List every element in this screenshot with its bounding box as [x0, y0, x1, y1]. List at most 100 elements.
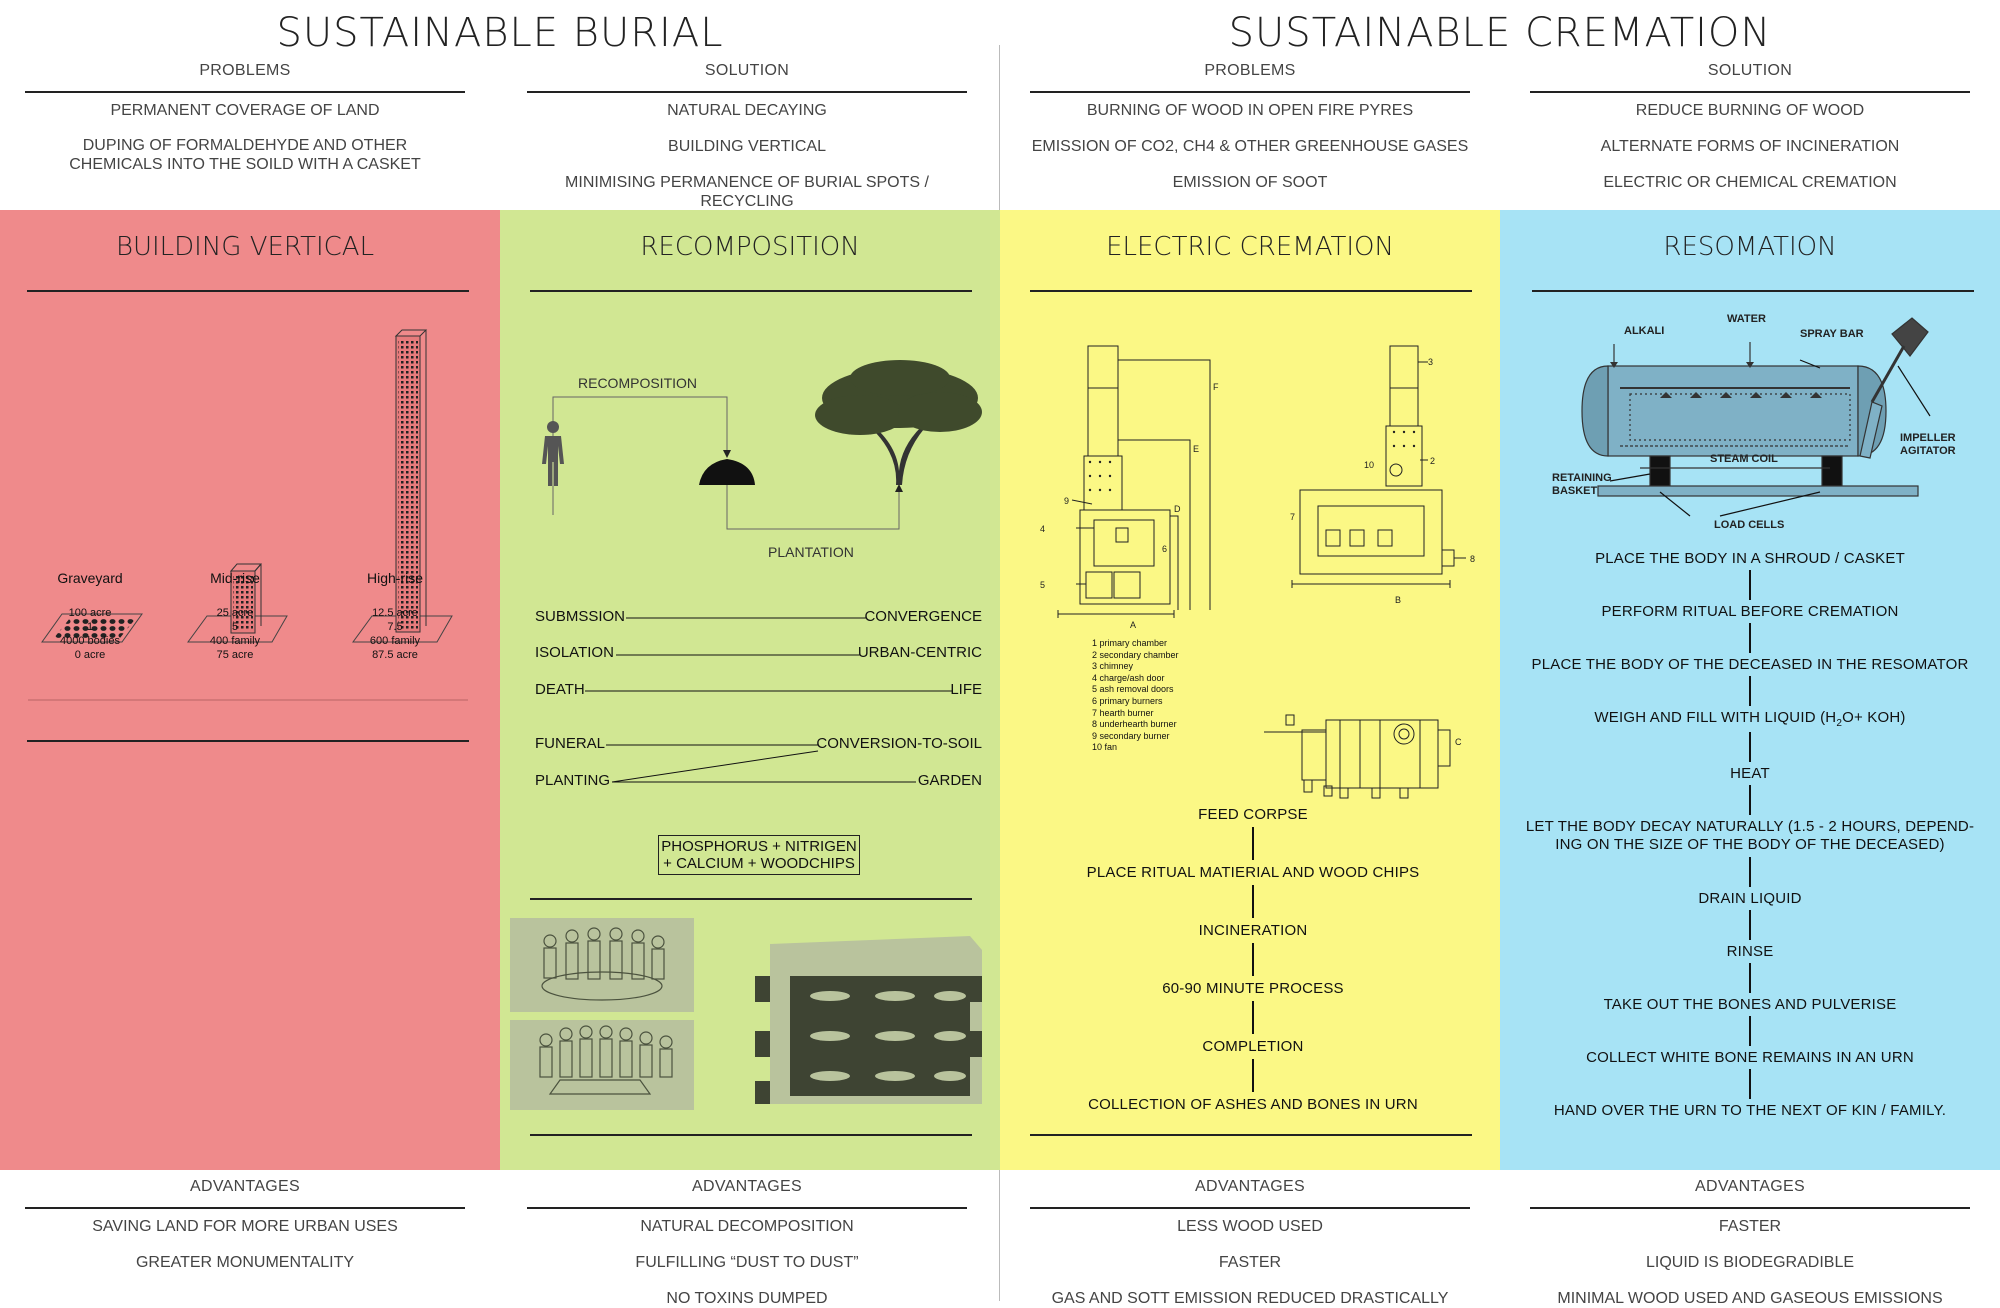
top-item: REDUCE BURNING OF WOOD — [1635, 102, 1865, 119]
step-connector — [1252, 885, 1254, 918]
step-connector — [1749, 785, 1751, 815]
compost-pile-icon — [699, 459, 755, 485]
label-spray-bar: SPRAY BAR — [1800, 328, 1864, 340]
process-step: HEAT — [1730, 765, 1770, 782]
label-steam-coil: STEAM COIL — [1710, 453, 1778, 465]
bottom-col-recomposition: ADVANTAGES NATURAL DECOMPOSITION FULFILL… — [527, 1178, 967, 1307]
top-item: ALTERNATE FORMS OF INCINERATION — [1600, 138, 1900, 155]
bottom-rule — [527, 1207, 967, 1209]
bottom-rule — [1030, 1207, 1470, 1209]
panel-recomposition: RECOMPOSITION RECOMPOSITION PLANTATION — [500, 210, 1000, 1170]
process-step: COLLECTION OF ASHES AND BONES IN URN — [1088, 1096, 1418, 1113]
top-col-cremation-solution: SOLUTION REDUCE BURNING OF WOOD ALTERNAT… — [1530, 62, 1970, 191]
vertical-cemetery-graphic — [755, 936, 982, 1104]
process-step: TAKE OUT THE BONES AND PULVERISE — [1603, 996, 1897, 1013]
svg-text:5: 5 — [1040, 580, 1045, 590]
top-heading: PROBLEMS — [1204, 62, 1296, 79]
step-connector — [1749, 910, 1751, 940]
step-connector — [1749, 1069, 1751, 1099]
process-step: 60-90 MINUTE PROCESS — [1162, 980, 1344, 997]
process-step: PERFORM RITUAL BEFORE CREMATION — [1601, 603, 1899, 620]
legend-item: 10 fan — [1092, 742, 1118, 753]
top-item: BURNING OF WOOD IN OPEN FIRE PYRES — [1086, 102, 1414, 119]
pair-left: PLANTING — [535, 772, 611, 789]
svg-text:4: 4 — [1040, 524, 1045, 534]
panel-rule — [27, 740, 469, 742]
pair-right: CONVERGENCE — [864, 608, 982, 625]
panel-title: BUILDING VERTICAL — [115, 232, 375, 262]
pair-left: FUNERAL — [535, 735, 606, 752]
panel-title: RESOMATION — [1663, 232, 1837, 262]
pair-left: ISOLATION — [535, 644, 614, 661]
stat-col-graveyard: Graveyard 100 acre 1 4000 bodies 0 acre — [40, 570, 140, 662]
recomposition-cycle-diagram — [542, 360, 982, 530]
label-impeller: IMPELLER AGITATOR — [1900, 432, 1956, 457]
drawing-label-d: D — [1174, 504, 1181, 514]
process-step: FEED CORPSE — [1198, 806, 1308, 823]
drawing-label-c: C — [1455, 737, 1462, 747]
person-icon — [542, 421, 564, 486]
svg-text:7: 7 — [1290, 512, 1295, 522]
top-col-cremation-problems: PROBLEMS BURNING OF WOOD IN OPEN FIRE PY… — [1030, 62, 1470, 191]
pair-right: LIFE — [950, 681, 982, 698]
bottom-heading: ADVANTAGES — [1695, 1178, 1805, 1195]
cycle-top-label: RECOMPOSITION — [578, 375, 698, 391]
formula-rest: O+ KOH) — [1842, 709, 1906, 726]
stat-line: 0 acre — [74, 649, 106, 661]
top-heading: PROBLEMS — [199, 62, 291, 79]
stat-line: 25 acre — [216, 607, 254, 619]
nutrient-box: PHOSPHORUS + NITRIGEN + CALCIUM + WOODCH… — [658, 835, 860, 875]
step-connector — [1749, 732, 1751, 762]
pair-right: GARDEN — [917, 772, 982, 789]
top-item: ELECTRIC OR CHEMICAL CREMATION — [1603, 174, 1897, 191]
step-connector — [1252, 1001, 1254, 1034]
svg-text:6: 6 — [1162, 544, 1167, 554]
stat-col-midrise: Mid-rise 25 acre 5 400 family 75 acre — [185, 570, 285, 662]
bottom-heading: ADVANTAGES — [692, 1178, 802, 1195]
building-illustrations — [28, 329, 468, 701]
panel-rule — [530, 290, 972, 292]
legend-item: 1 primary chamber — [1092, 638, 1168, 648]
pair-left: DEATH — [535, 681, 585, 698]
label-load-cells: LOAD CELLS — [1714, 519, 1785, 531]
nutrient-line: + CALCIUM + WOODCHIPS — [663, 855, 855, 872]
legend-item: 7 hearth burner — [1092, 707, 1154, 718]
drawing-label-b: B — [1395, 595, 1402, 605]
burial-title: SUSTAINABLE BURIAL — [276, 10, 724, 56]
top-item: NATURAL DECAYING — [667, 102, 827, 119]
stat-line: 12.5 acre — [372, 607, 418, 619]
legend-item: 6 primary burners — [1092, 695, 1163, 706]
panel-rule — [530, 1134, 972, 1136]
top-heading: SOLUTION — [1707, 62, 1793, 79]
top-item: EMISSION OF CO2, CH4 & OTHER GREENHOUSE … — [1031, 138, 1469, 155]
process-step: WEIGH AND FILL WITH LIQUID (H2O+ KOH) — [1594, 709, 1905, 729]
step-connector — [1749, 570, 1751, 600]
tree-icon — [815, 360, 982, 485]
bottom-item: SAVING LAND FOR MORE URBAN USES — [92, 1218, 398, 1235]
panel-rule — [1030, 290, 1472, 292]
top-rule — [1030, 91, 1470, 93]
graveyard-graphic — [41, 613, 143, 643]
top-heading: SOLUTION — [704, 62, 790, 79]
cycle-bottom-label: PLANTATION — [768, 544, 854, 560]
ritual-illustrations — [510, 918, 982, 1110]
process-step: COLLECT WHITE BONE REMAINS IN AN URN — [1586, 1049, 1914, 1066]
top-item: MINIMISING PERMANENCE OF BURIAL SPOTS / … — [565, 174, 929, 210]
svg-text:3: 3 — [1428, 357, 1433, 367]
formula-subscript: 2 — [1836, 718, 1843, 729]
top-col-burial-solution: SOLUTION NATURAL DECAYING BUILDING VERTI… — [527, 62, 967, 210]
top-rule — [25, 91, 465, 93]
legend-item: 8 underhearth burner — [1092, 719, 1177, 730]
panel-electric-cremation: ELECTRIC CREMATION — [1000, 210, 1500, 1170]
step-connector — [1749, 676, 1751, 706]
step-connector — [1749, 857, 1751, 887]
highrise-graphic — [352, 329, 453, 643]
stat-line: 4000 bodies — [60, 635, 120, 647]
process-step: HAND OVER THE URN TO THE NEXT OF KIN / F… — [1553, 1102, 1947, 1119]
process-step: PLACE THE BODY IN A SHROUD / CASKET — [1595, 550, 1905, 567]
bottom-item: NO TOXINS DUMPED — [666, 1290, 828, 1307]
bottom-item: LIQUID IS BIODEGRADIBLE — [1645, 1254, 1855, 1271]
label-water: WATER — [1727, 313, 1766, 325]
resomator-diagram — [1581, 317, 1931, 517]
stat-line: 400 family — [209, 635, 261, 647]
